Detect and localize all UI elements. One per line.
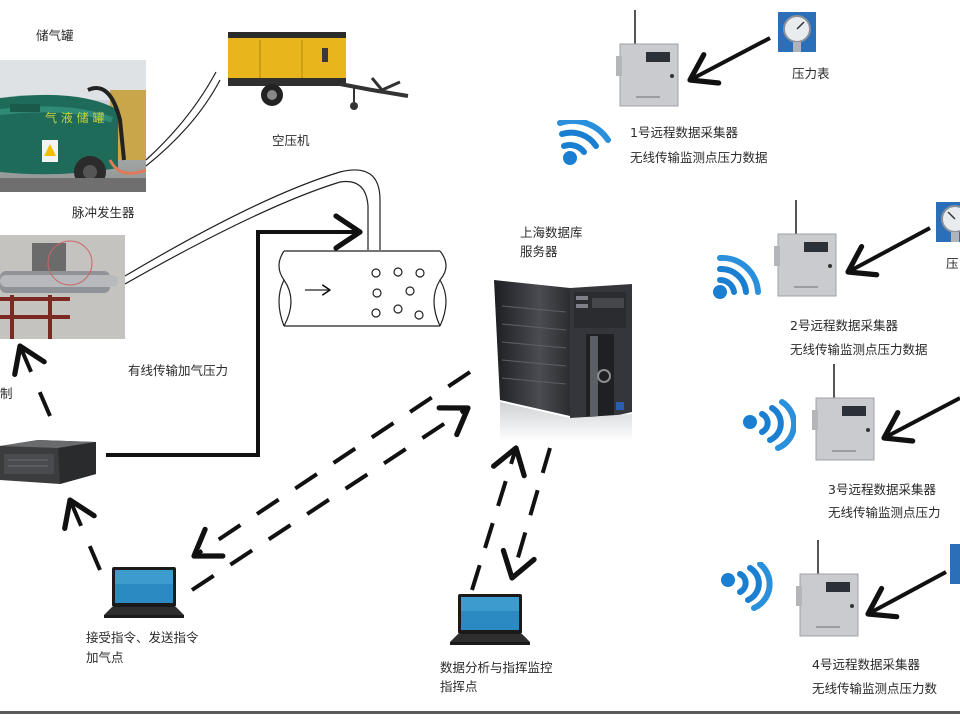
field-laptop-label-line2: 加气点 — [86, 650, 124, 665]
pressure-gauge-2-icon — [936, 202, 960, 242]
wired-pressure-line — [106, 213, 363, 457]
command-laptop-label-line2: 指挥点 — [440, 679, 478, 694]
gauge-1-to-collector-arrow — [687, 36, 771, 86]
server-label-line2: 服务器 — [520, 244, 558, 259]
pulse-pipe-hose — [124, 169, 381, 285]
collector-4-desc: 无线传输监测点压力数 — [812, 681, 938, 696]
air-compressor-photo — [222, 28, 410, 113]
collector-2-device — [774, 200, 840, 298]
field-laptop-label-line1: 接受指令、发送指令 — [86, 630, 199, 645]
database-server-photo — [492, 276, 632, 441]
control-label-partial: 制 — [0, 386, 13, 401]
collector-4-title: 4号远程数据采集器 — [812, 657, 920, 672]
collector-1-desc: 无线传输监测点压力数据 — [630, 150, 768, 165]
field-laptop-to-server-arrow — [190, 405, 471, 592]
command-laptop-photo — [450, 594, 530, 646]
gauge-3-to-collector-arrow — [881, 396, 960, 444]
wifi-icon-3 — [743, 399, 796, 451]
collector-4-device — [796, 540, 862, 638]
bottom-divider — [0, 711, 960, 714]
wifi-icon-1 — [557, 120, 611, 165]
gas-tank-photo: 气 液 储 罐 — [0, 60, 146, 192]
pulse-generator-label: 脉冲发生器 — [72, 205, 135, 220]
pressure-gauge-1-icon — [778, 12, 816, 52]
controller-to-pulse-arrow — [12, 343, 52, 417]
pressure-gauge-4-icon — [950, 544, 960, 584]
command-laptop-label-line1: 数据分析与指挥监控 — [440, 660, 553, 675]
collector-2-desc: 无线传输监测点压力数据 — [790, 342, 928, 357]
tank-label: 储气罐 — [36, 28, 74, 43]
wifi-icon-4 — [721, 562, 773, 611]
controller-device-photo — [0, 436, 96, 486]
pressure-gauge-label: 压力表 — [792, 66, 830, 81]
server-to-field-laptop-arrow — [191, 370, 472, 559]
laptop-to-controller-arrow — [62, 497, 102, 571]
collector-1-title: 1号远程数据采集器 — [630, 125, 738, 140]
command-laptop-to-server-arrow — [470, 445, 527, 591]
wired-transmission-label: 有线传输加气压力 — [128, 363, 229, 378]
pulse-generator-photo — [0, 235, 125, 339]
gauge-4-to-collector-arrow — [865, 570, 947, 620]
wifi-icon-2 — [713, 254, 761, 299]
collector-1-device — [616, 10, 682, 108]
collector-3-title: 3号远程数据采集器 — [828, 482, 936, 497]
compressor-tank-hose — [145, 71, 221, 167]
gas-pipe-illustration — [278, 250, 447, 327]
pressure-gauge-2-label-partial: 压 — [946, 256, 959, 271]
gauge-2-to-collector-arrow — [845, 226, 931, 278]
field-laptop-photo — [104, 567, 184, 619]
collector-2-title: 2号远程数据采集器 — [790, 318, 898, 333]
svg-text:气 液 储 罐: 气 液 储 罐 — [45, 110, 104, 125]
collector-3-device — [812, 364, 878, 462]
server-label-line1: 上海数据库 — [520, 225, 583, 240]
compressor-label: 空压机 — [272, 133, 310, 148]
collector-3-desc: 无线传输监测点压力 — [828, 505, 941, 520]
server-to-command-laptop-arrow — [500, 447, 552, 581]
